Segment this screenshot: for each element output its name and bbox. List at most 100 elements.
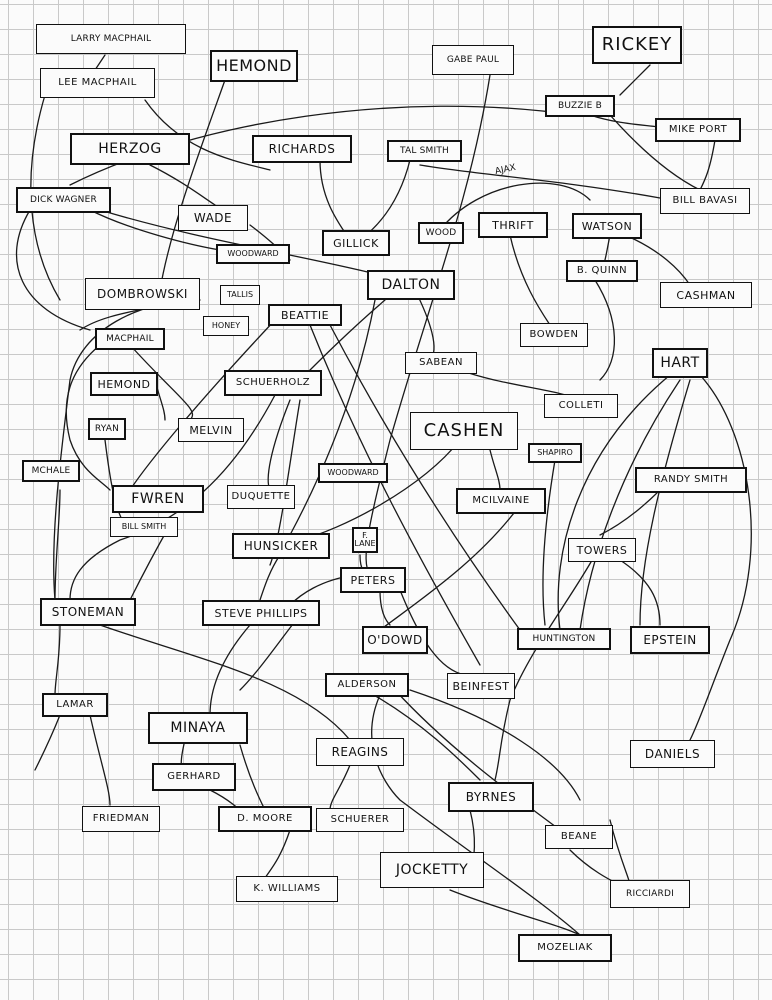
node-melvin[interactable]: MELVIN <box>178 418 244 442</box>
node-k-williams[interactable]: K. WILLIAMS <box>236 876 338 902</box>
edge <box>379 504 521 631</box>
node-fwren[interactable]: FWREN <box>112 485 204 513</box>
node-gillick[interactable]: GILLICK <box>322 230 390 256</box>
edge <box>94 54 106 71</box>
edge <box>419 164 661 199</box>
node-dalton[interactable]: DALTON <box>367 270 455 300</box>
node-watson[interactable]: WATSON <box>572 213 642 239</box>
node-gabe-paul[interactable]: GABE PAUL <box>432 45 514 75</box>
edge <box>319 159 351 241</box>
edge <box>619 64 651 96</box>
node-hart[interactable]: HART <box>652 348 708 378</box>
node-cashman[interactable]: CASHMAN <box>660 282 752 308</box>
edge <box>609 114 701 191</box>
node-colleti[interactable]: COLLETI <box>544 394 618 418</box>
node-mike-port[interactable]: MIKE PORT <box>655 118 741 142</box>
node-beane[interactable]: BEANE <box>545 825 613 849</box>
node-d-moore[interactable]: D. MOORE <box>218 806 312 832</box>
node-rickey[interactable]: RICKEY <box>592 26 682 64</box>
node-tallis[interactable]: TALLIS <box>220 285 260 305</box>
node-thrift[interactable]: THRIFT <box>478 212 548 238</box>
edge <box>394 689 561 831</box>
node-gerhard[interactable]: GERHARD <box>152 763 236 791</box>
node-wood[interactable]: WOOD <box>418 222 464 244</box>
edge <box>449 889 581 936</box>
node-hemond-top[interactable]: HEMOND <box>210 50 298 82</box>
node-mozeliak[interactable]: MOZELIAK <box>518 934 612 962</box>
edge <box>34 714 61 771</box>
node-randy-smith[interactable]: RANDY SMITH <box>635 467 747 493</box>
node-macphail[interactable]: MACPHAIL <box>95 328 165 350</box>
node-ricciardi[interactable]: RICCIARDI <box>610 880 690 908</box>
edge <box>89 714 111 806</box>
node-duquette[interactable]: DUQUETTE <box>227 485 295 509</box>
node-shapiro[interactable]: SHAPIRO <box>528 443 582 463</box>
edge <box>329 764 351 811</box>
edge <box>89 209 221 251</box>
edge <box>299 439 461 541</box>
edge <box>329 324 521 631</box>
node-cashen[interactable]: CASHEN <box>410 412 518 450</box>
edge <box>15 209 91 331</box>
node-f-lane-line2: LANE <box>354 539 376 548</box>
edge <box>359 159 411 241</box>
node-honey[interactable]: HONEY <box>203 316 249 336</box>
node-jocketty[interactable]: JOCKETTY <box>380 852 484 888</box>
node-reagins[interactable]: REAGINS <box>316 738 404 766</box>
node-dombrowski[interactable]: DOMBROWSKI <box>85 278 200 310</box>
node-bill-smith[interactable]: BILL SMITH <box>110 517 178 537</box>
node-wade[interactable]: WADE <box>178 205 248 231</box>
node-larry-macphail[interactable]: LARRY MACPHAIL <box>36 24 186 54</box>
node-herzog[interactable]: HERZOG <box>70 133 190 165</box>
node-woodward-top[interactable]: WOODWARD <box>216 244 290 264</box>
node-mchale[interactable]: MCHALE <box>22 460 80 482</box>
node-lamar[interactable]: LAMAR <box>42 693 108 717</box>
node-byrnes[interactable]: BYRNES <box>448 782 534 812</box>
node-sabean[interactable]: SABEAN <box>405 352 477 374</box>
node-lee-macphail[interactable]: LEE MACPHAIL <box>40 68 155 98</box>
node-richards[interactable]: RICHARDS <box>252 135 352 163</box>
edge <box>379 589 391 626</box>
node-schuerholz[interactable]: SCHUERHOLZ <box>224 370 322 396</box>
node-epstein[interactable]: EPSTEIN <box>630 626 710 654</box>
node-steve-phillips[interactable]: STEVE PHILLIPS <box>202 600 320 626</box>
edge <box>689 374 752 741</box>
node-tal-smith[interactable]: TAL SMITH <box>387 140 462 162</box>
node-dick-wagner[interactable]: DICK WAGNER <box>16 187 111 213</box>
node-f-lane[interactable]: F. LANE <box>352 527 378 553</box>
node-peters[interactable]: PETERS <box>340 567 406 593</box>
node-woodward-mid[interactable]: WOODWARD <box>318 463 388 483</box>
node-hunsicker[interactable]: HUNSICKER <box>232 533 330 559</box>
edge <box>289 299 376 536</box>
node-beinfest[interactable]: BEINFEST <box>447 673 515 699</box>
node-ryan[interactable]: RYAN <box>88 418 126 440</box>
edge <box>54 624 61 696</box>
node-hemond-mid[interactable]: HEMOND <box>90 372 158 396</box>
node-towers[interactable]: TOWERS <box>568 538 636 562</box>
node-stoneman[interactable]: STONEMAN <box>40 598 136 626</box>
edge <box>439 182 591 231</box>
edge <box>65 344 111 491</box>
edge <box>99 624 351 741</box>
node-bowden[interactable]: BOWDEN <box>520 323 588 347</box>
node-friedman[interactable]: FRIEDMAN <box>82 806 160 832</box>
node-mcilvaine[interactable]: MCILVAINE <box>456 488 546 514</box>
node-odowd[interactable]: O'DOWD <box>362 626 428 654</box>
edge <box>264 829 291 879</box>
node-huntington[interactable]: HUNTINGTON <box>517 628 611 650</box>
edge <box>309 324 481 666</box>
edge <box>149 164 216 206</box>
node-b-quinn[interactable]: B. QUINN <box>566 260 638 282</box>
node-alderson[interactable]: ALDERSON <box>325 673 409 697</box>
edge <box>364 689 481 781</box>
edge <box>509 234 551 326</box>
node-minaya[interactable]: MINAYA <box>148 712 248 744</box>
node-schuerer[interactable]: SCHUERER <box>316 808 404 832</box>
node-beattie[interactable]: BEATTIE <box>268 304 342 326</box>
node-daniels[interactable]: DANIELS <box>630 740 715 768</box>
node-buzzie-b[interactable]: BUZZIE B <box>545 95 615 117</box>
node-bill-bavasi[interactable]: BILL BAVASI <box>660 188 750 214</box>
edge <box>624 234 691 286</box>
edge <box>159 79 226 291</box>
